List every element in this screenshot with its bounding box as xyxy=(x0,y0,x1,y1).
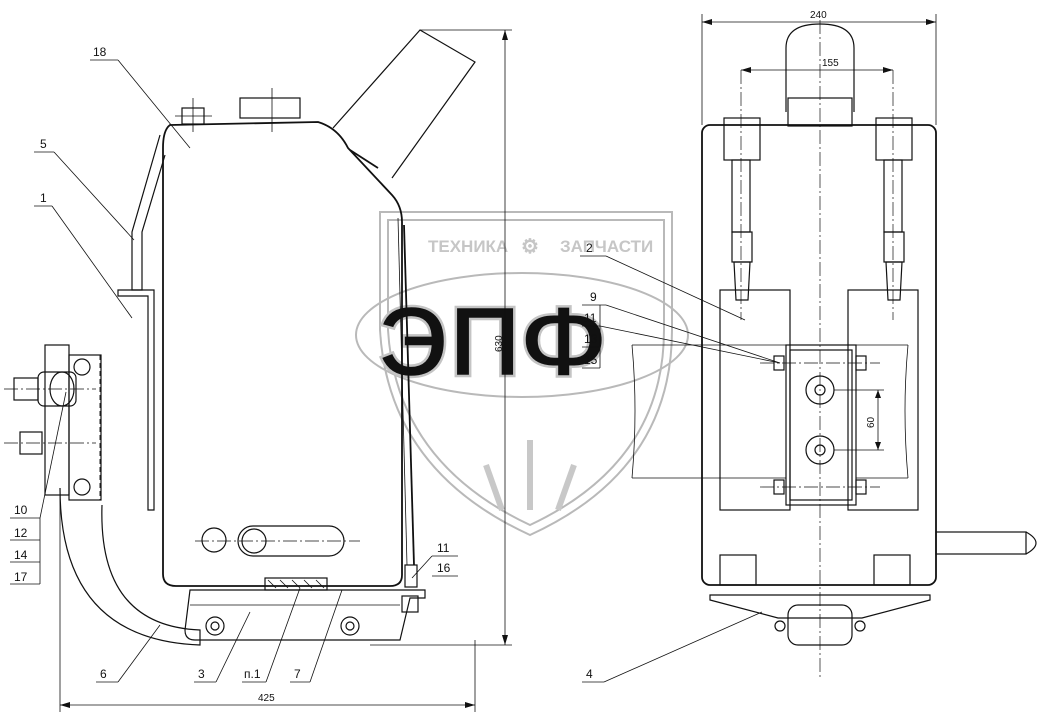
watermark-wheat-icon xyxy=(483,440,577,512)
watermark-text-left: ТЕХНИКА xyxy=(428,237,508,256)
watermark-shield xyxy=(379,211,673,537)
tank-body xyxy=(162,121,403,587)
front-view-callouts: 2 9 11 13 15 4 xyxy=(580,241,781,683)
dim-240: 240 xyxy=(810,10,827,21)
base-plate xyxy=(709,594,931,619)
side-view: 425 630 xyxy=(4,29,512,712)
callout-18: 18 xyxy=(93,45,107,59)
watermark-text-right: ЗАПЧАСТИ xyxy=(560,237,653,256)
dim-60: 60 xyxy=(866,416,877,428)
strainer xyxy=(264,577,328,591)
clamp-plate xyxy=(44,344,70,496)
frame-3 xyxy=(184,589,426,641)
callout-n1: п.1 xyxy=(244,667,261,681)
side-view-callouts: 18 5 1 10 12 14 17 6 3 п.1 7 11 16 xyxy=(10,45,458,683)
dim-155: 155 xyxy=(822,58,839,69)
bracket-1 xyxy=(117,289,155,511)
callout-16: 16 xyxy=(437,561,451,575)
watermark-gear-icon: ⚙ xyxy=(521,236,539,258)
callout-15: 15 xyxy=(584,353,598,367)
callout-10: 10 xyxy=(14,503,28,517)
front-frame xyxy=(701,124,937,586)
filler-cap xyxy=(239,97,301,119)
callout-5: 5 xyxy=(40,137,47,151)
dim-425: 425 xyxy=(258,693,275,704)
center-plate xyxy=(785,344,857,506)
lever-handle xyxy=(935,531,1027,555)
callout-3: 3 xyxy=(198,667,205,681)
callout-11: 11 xyxy=(584,311,597,325)
callout-7: 7 xyxy=(294,667,301,681)
watermark: ТЕХНИКА ⚙ ЗАПЧАСТИ ЭПФ xyxy=(355,211,689,537)
front-view: 240 155 60 xyxy=(631,10,1037,680)
callout-2: 2 xyxy=(586,241,593,255)
hinge-right xyxy=(875,70,913,320)
dim-630: 630 xyxy=(494,335,505,352)
callout-1: 1 xyxy=(40,191,47,205)
filler-neck xyxy=(332,29,476,179)
bend-pipe-6 xyxy=(59,487,201,646)
hinge-left xyxy=(723,70,761,320)
callout-9: 9 xyxy=(590,290,597,304)
watermark-logo: ЭПФ xyxy=(378,286,606,398)
inner-bracket-right xyxy=(847,289,919,511)
callout-4: 4 xyxy=(586,667,593,681)
watermark-oval xyxy=(355,272,689,398)
callout-14: 14 xyxy=(14,548,28,562)
callout-13: 13 xyxy=(584,332,598,346)
callout-11-bottom: 11 xyxy=(437,541,450,555)
callout-12: 12 xyxy=(14,526,28,540)
inner-bracket-left xyxy=(719,289,791,511)
callout-17: 17 xyxy=(14,570,28,584)
callout-6: 6 xyxy=(100,667,107,681)
